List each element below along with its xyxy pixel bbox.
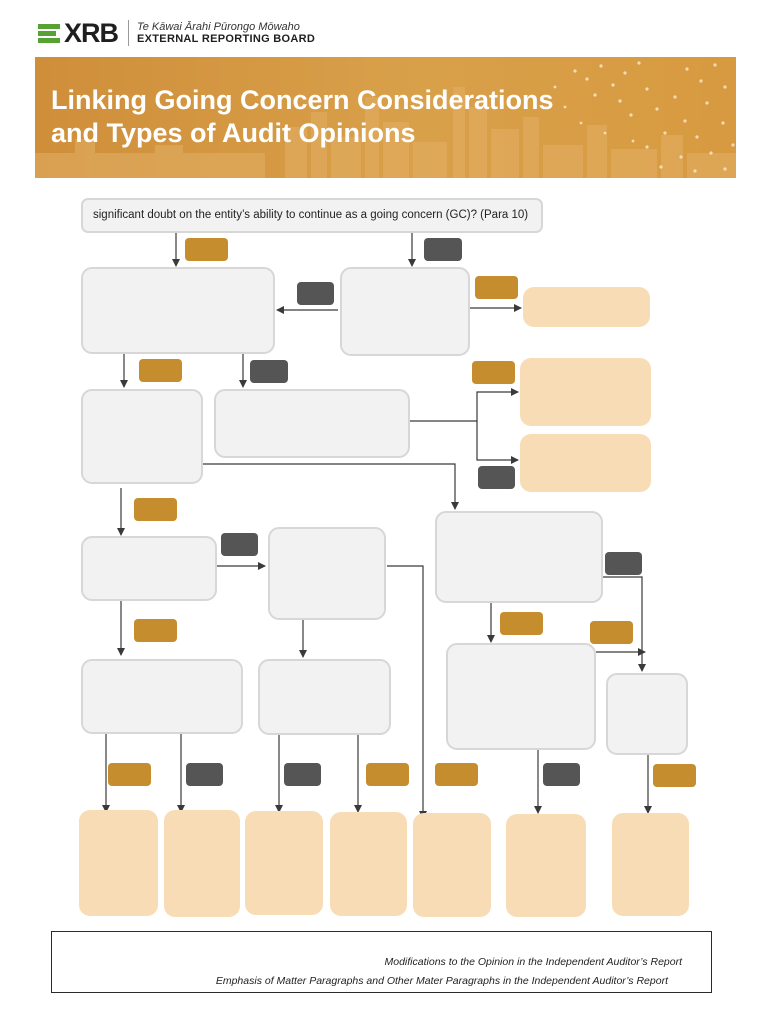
logo-maori-name: Te Kāwai Ārahi Pūrongo Mōwaho	[137, 20, 300, 33]
no-tag	[297, 282, 334, 305]
logo-divider	[128, 20, 130, 46]
yes-tag	[435, 763, 478, 786]
no-tag	[543, 763, 580, 786]
question-box-8	[81, 659, 243, 734]
footer-legend-box: Modifications to the Opinion in the Inde…	[51, 931, 712, 993]
page-title: Linking Going Concern Considerations and…	[51, 84, 611, 150]
yes-tag	[475, 276, 518, 299]
logo-stripes-icon	[38, 22, 62, 44]
result-box-5	[164, 810, 240, 917]
no-tag	[284, 763, 321, 786]
city-skyline-graphic	[35, 61, 736, 178]
no-tag	[424, 238, 462, 261]
yes-tag	[500, 612, 543, 635]
title-line-2: and Types of Audit Opinions	[51, 118, 416, 148]
question-box-10	[446, 643, 596, 750]
yes-tag	[139, 359, 182, 382]
result-box-1	[523, 287, 650, 327]
title-banner: Linking Going Concern Considerations and…	[35, 57, 736, 178]
xrb-logo: XRB Te Kāwai Ārahi Pūrongo Mōwaho EXTERN…	[38, 18, 315, 48]
question-box-3	[81, 389, 203, 484]
top-question-box: significant doubt on the entity’s abilit…	[81, 198, 543, 233]
question-box-5	[81, 536, 217, 601]
logo-wordmark: XRB	[64, 17, 119, 48]
question-box-7	[435, 511, 603, 603]
result-box-9	[506, 814, 586, 917]
question-box-11	[606, 673, 688, 755]
title-line-1: Linking Going Concern Considerations	[51, 85, 554, 115]
result-box-10	[612, 813, 689, 916]
yes-tag	[366, 763, 409, 786]
yes-tag	[185, 238, 228, 261]
question-box-1	[81, 267, 275, 354]
yes-tag	[134, 498, 177, 521]
no-tag	[221, 533, 258, 556]
result-box-3	[520, 434, 651, 492]
result-box-6	[245, 811, 323, 915]
footer-line-2: Emphasis of Matter Paragraphs and Other …	[215, 975, 668, 987]
footer-line-1: Modifications to the Opinion in the Inde…	[384, 956, 683, 968]
result-box-7	[330, 812, 407, 916]
logo-board-name: EXTERNAL REPORTING BOARD	[137, 32, 316, 45]
no-tag	[250, 360, 288, 383]
result-box-4	[79, 810, 158, 916]
result-box-8	[413, 813, 491, 917]
result-box-2	[520, 358, 651, 426]
no-tag	[478, 466, 515, 489]
yes-tag	[653, 764, 696, 787]
question-box-6	[268, 527, 386, 620]
yes-tag	[134, 619, 177, 642]
question-box-2	[340, 267, 470, 356]
question-box-9	[258, 659, 391, 735]
yes-tag	[108, 763, 151, 786]
yes-tag	[590, 621, 633, 644]
question-box-4	[214, 389, 410, 458]
no-tag	[186, 763, 223, 786]
yes-tag	[472, 361, 515, 384]
top-question-text: significant doubt on the entity’s abilit…	[93, 209, 529, 221]
no-tag	[605, 552, 642, 575]
